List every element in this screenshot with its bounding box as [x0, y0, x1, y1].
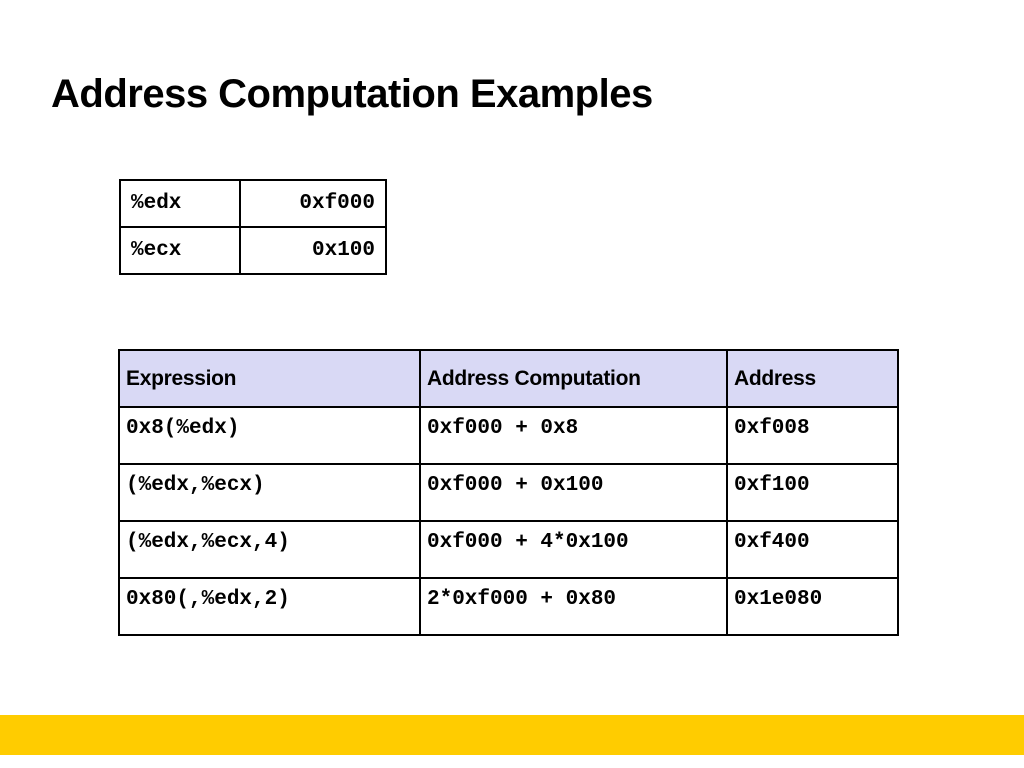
cell-computation: 0xf000 + 4*0x100: [419, 520, 728, 579]
register-row: %edx 0xf000: [119, 179, 387, 228]
table-row: 0x80(,%edx,2) 2*0xf000 + 0x80 0x1e080: [118, 577, 899, 636]
cell-address: 0xf008: [726, 406, 899, 465]
cell-address: 0xf100: [726, 463, 899, 522]
cell-computation: 0xf000 + 0x100: [419, 463, 728, 522]
table-row: (%edx,%ecx) 0xf000 + 0x100 0xf100: [118, 463, 899, 522]
cell-expression: 0x80(,%edx,2): [118, 577, 421, 636]
page-title: Address Computation Examples: [51, 72, 653, 116]
header-address-computation: Address Computation: [419, 349, 728, 408]
cell-expression: (%edx,%ecx): [118, 463, 421, 522]
register-row: %ecx 0x100: [119, 226, 387, 275]
register-name: %ecx: [119, 226, 241, 275]
header-address: Address: [726, 349, 899, 408]
cell-expression: 0x8(%edx): [118, 406, 421, 465]
cell-computation: 0xf000 + 0x8: [419, 406, 728, 465]
cell-address: 0x1e080: [726, 577, 899, 636]
register-table: %edx 0xf000 %ecx 0x100: [119, 179, 387, 275]
table-row: (%edx,%ecx,4) 0xf000 + 4*0x100 0xf400: [118, 520, 899, 579]
address-computation-table: Expression Address Computation Address 0…: [118, 349, 899, 636]
footer-bar: [0, 715, 1024, 755]
table-header-row: Expression Address Computation Address: [118, 349, 899, 408]
header-expression: Expression: [118, 349, 421, 408]
register-value: 0xf000: [239, 179, 387, 228]
register-value: 0x100: [239, 226, 387, 275]
cell-computation: 2*0xf000 + 0x80: [419, 577, 728, 636]
table-row: 0x8(%edx) 0xf000 + 0x8 0xf008: [118, 406, 899, 465]
cell-expression: (%edx,%ecx,4): [118, 520, 421, 579]
register-name: %edx: [119, 179, 241, 228]
cell-address: 0xf400: [726, 520, 899, 579]
